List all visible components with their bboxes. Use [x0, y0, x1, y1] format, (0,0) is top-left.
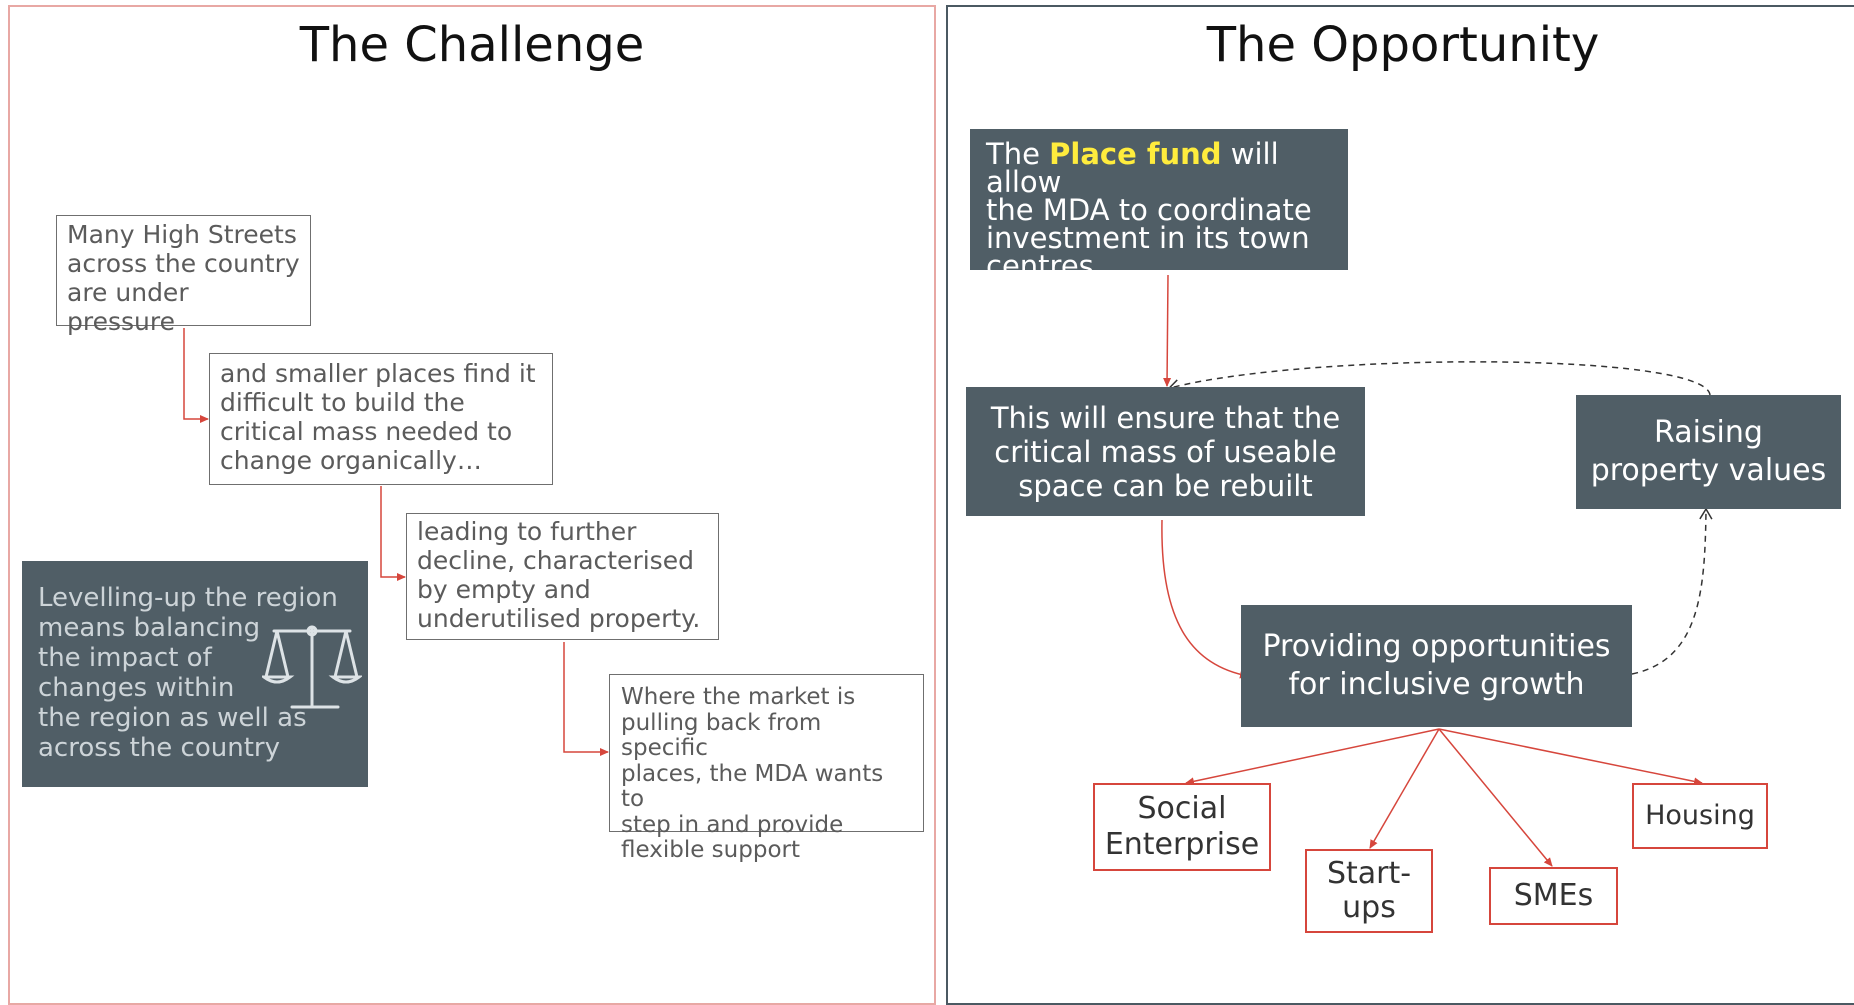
levelling-up-text: Levelling-up the region means balancing …	[38, 583, 338, 763]
opportunity-title: The Opportunity	[1206, 17, 1600, 73]
outcome-housing: Housing	[1632, 783, 1768, 849]
outcome-housing-label: Housing	[1645, 800, 1755, 831]
challenge-title: The Challenge	[299, 17, 645, 73]
inclusive-growth-box: Providing opportunities for inclusive gr…	[1241, 605, 1632, 727]
property-values-text: Raising property values	[1590, 415, 1827, 488]
outcome-smes-label: SMEs	[1513, 878, 1594, 913]
critical-mass-box: This will ensure that the critical mass …	[966, 387, 1365, 516]
place-fund-text: The Place fund will allow the MDA to coo…	[986, 137, 1332, 283]
inclusive-growth-text: Providing opportunities for inclusive gr…	[1262, 629, 1611, 702]
balance-scale-icon	[262, 625, 362, 709]
challenge-text-2: and smaller places find it difficult to …	[220, 359, 536, 475]
place-fund-suffix: will allow the MDA to coordinate investm…	[986, 137, 1312, 283]
challenge-box-high-streets: Many High Streets across the country are…	[56, 215, 311, 336]
challenge-text-1: Many High Streets across the country are…	[67, 220, 300, 336]
place-fund-box: The Place fund will allow the MDA to coo…	[970, 129, 1348, 281]
outcome-start-ups-label: Start- ups	[1326, 856, 1412, 925]
challenge-text-4: Where the market is pulling back from sp…	[621, 684, 884, 863]
outcome-start-ups: Start- ups	[1305, 849, 1433, 933]
outcome-social-enterprise: Social Enterprise	[1093, 783, 1271, 871]
outcome-social-enterprise-label: Social Enterprise	[1104, 791, 1260, 862]
outcome-smes: SMEs	[1489, 867, 1618, 925]
property-values-box: Raising property values	[1576, 395, 1841, 509]
place-fund-prefix: The	[986, 137, 1050, 171]
challenge-box-decline: leading to further decline, characterise…	[406, 513, 719, 640]
place-fund-highlight: Place fund	[1049, 137, 1222, 171]
challenge-box-mda-support: Where the market is pulling back from sp…	[609, 674, 924, 863]
challenge-text-3: leading to further decline, characterise…	[417, 517, 701, 633]
critical-mass-text: This will ensure that the critical mass …	[990, 400, 1341, 503]
levelling-up-box: Levelling-up the region means balancing …	[22, 561, 368, 787]
challenge-box-smaller-places: and smaller places find it difficult to …	[209, 353, 553, 485]
